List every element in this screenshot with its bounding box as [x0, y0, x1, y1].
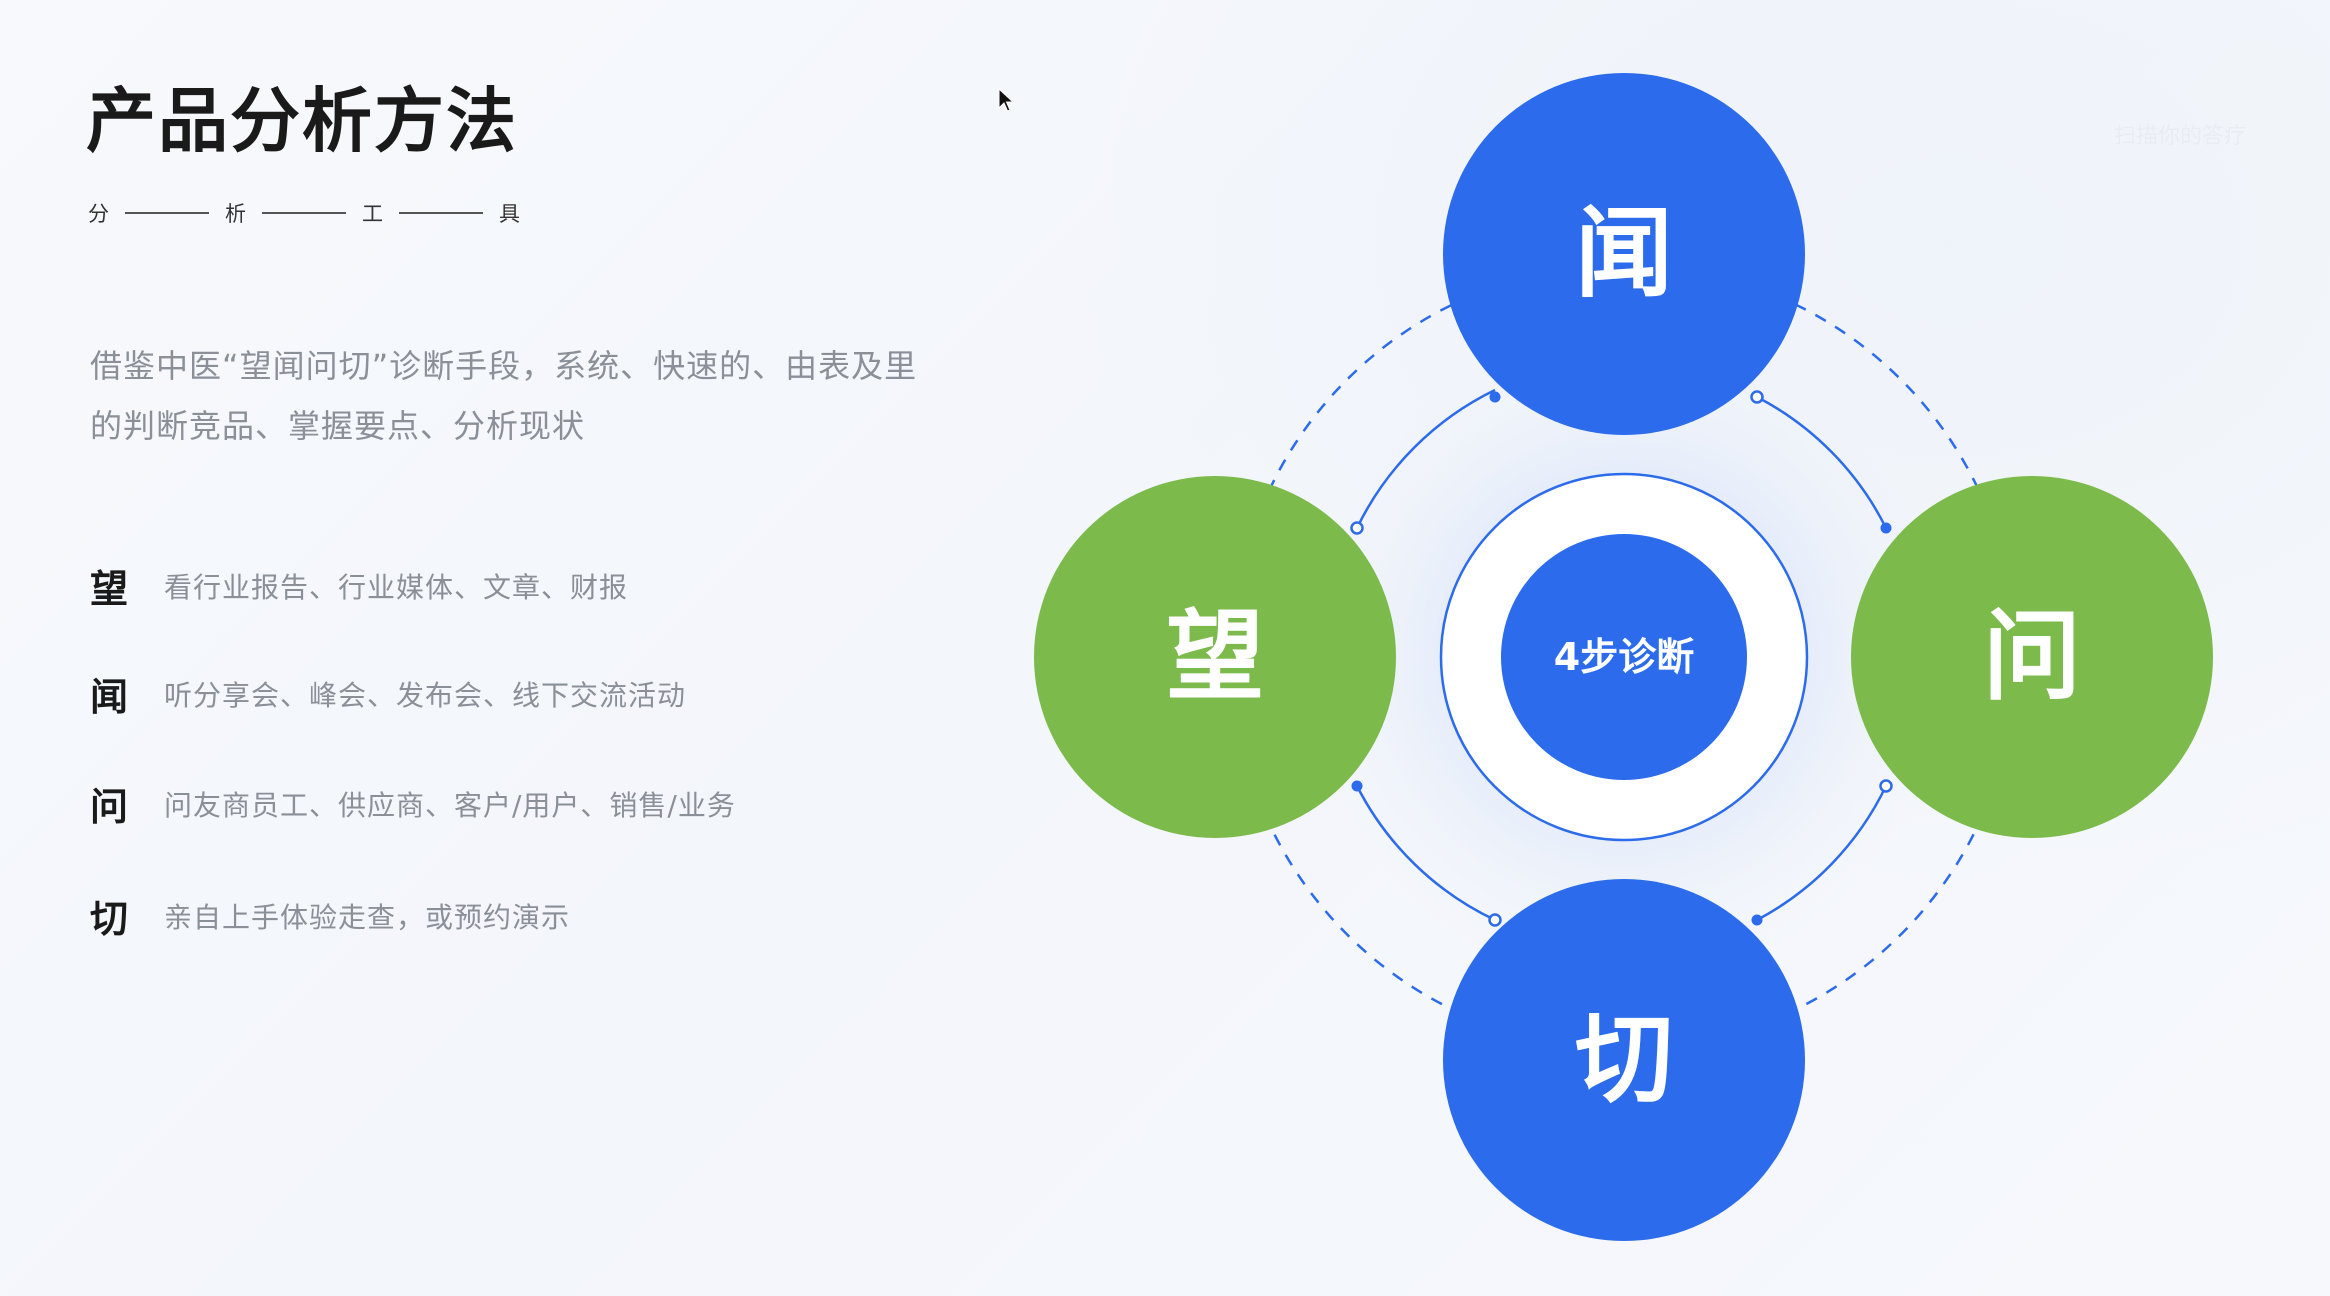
intro-line: 的判断竞品、掌握要点、分析现状 — [90, 407, 586, 445]
step-circle-ask — [1851, 476, 2213, 838]
subtitle-divider — [125, 212, 209, 214]
method-item-qie: 切 亲自上手体验走查，或预约演示 — [90, 888, 570, 943]
step-label-qie: 切 — [1575, 1003, 1673, 1117]
method-desc: 看行业报告、行业媒体、文章、财报 — [164, 570, 629, 604]
method-key: 闻 — [90, 675, 129, 719]
step-label-wen: 闻 — [1575, 197, 1673, 311]
arc-endpoint — [1488, 913, 1502, 927]
center-circle — [1501, 534, 1747, 780]
method-key: 切 — [90, 897, 129, 941]
arc-endpoint — [1350, 521, 1364, 535]
method-item-wen: 闻 听分享会、峰会、发布会、线下交流活动 — [90, 666, 686, 721]
arc-endpoint — [1750, 390, 1764, 404]
method-key: 望 — [90, 567, 129, 611]
step-circle-wang — [1034, 476, 1396, 838]
method-desc: 亲自上手体验走查，或预约演示 — [164, 900, 571, 934]
diagnosis-diagram: 4步诊断 闻 望 问 切 — [1034, 73, 2213, 1241]
intro-line: 借鉴中医“望闻问切”诊断手段，系统、快速的、由表及里 — [90, 347, 918, 385]
method-key: 问 — [90, 785, 129, 829]
step-label-ask: 问 — [1983, 600, 2081, 714]
subtitle-char: 具 — [499, 202, 520, 226]
method-desc: 听分享会、峰会、发布会、线下交流活动 — [164, 678, 687, 712]
step-circle-wen — [1443, 73, 1805, 435]
method-desc: 问友商员工、供应商、客户/用户、销售/业务 — [164, 788, 736, 822]
subtitle-divider — [399, 212, 483, 214]
connector-arc — [1355, 388, 1496, 529]
subtitle-divider — [262, 212, 346, 214]
watermark: 扫描你的答疗 — [2114, 124, 2247, 149]
page-title: 产品分析方法 — [86, 80, 518, 162]
connector-arc — [1756, 785, 1888, 922]
method-item-wang: 望 看行业报告、行业媒体、文章、财报 — [90, 558, 628, 613]
subtitle-char: 析 — [225, 202, 246, 226]
subtitle: 分 析 工 具 — [88, 198, 520, 228]
arc-endpoint — [1351, 780, 1363, 792]
method-item-ask: 问 问友商员工、供应商、客户/用户、销售/业务 — [90, 776, 736, 831]
connector-arc — [1355, 785, 1496, 922]
subtitle-char: 分 — [88, 202, 109, 226]
arc-endpoint — [1879, 779, 1893, 793]
intro-text: 借鉴中医“望闻问切”诊断手段，系统、快速的、由表及里 的判断竞品、掌握要点、分析… — [90, 336, 990, 456]
arc-endpoint — [1489, 391, 1501, 403]
center-label: 4步诊断 — [1554, 635, 1694, 679]
mouse-cursor-icon — [998, 88, 1014, 112]
step-circle-qie — [1443, 879, 1805, 1241]
arc-endpoint — [1880, 522, 1892, 534]
arc-endpoint — [1751, 914, 1763, 926]
subtitle-char: 工 — [362, 202, 383, 226]
step-label-wang: 望 — [1166, 600, 1264, 714]
connector-arc — [1756, 395, 1888, 529]
